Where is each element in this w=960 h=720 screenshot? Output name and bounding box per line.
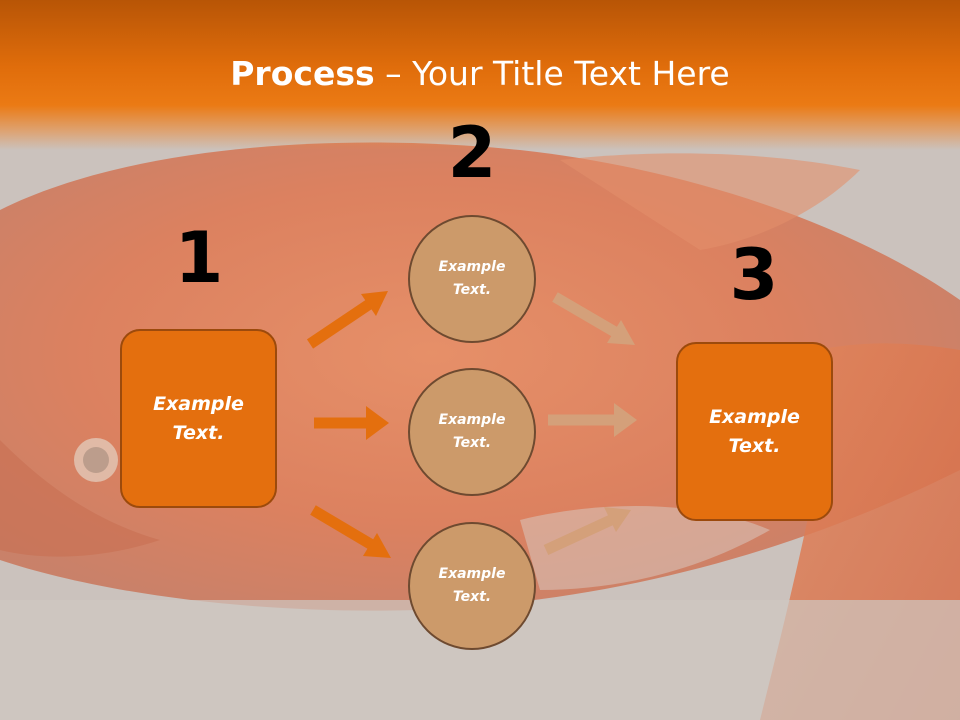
arrow-mid-right <box>548 403 637 437</box>
step-2-circle-1-text: Example Text. <box>438 259 506 298</box>
step-2-circle-3: Example Text. <box>408 522 536 650</box>
step-2-circle-2: Example Text. <box>408 368 536 496</box>
arrow-down-left <box>310 505 391 558</box>
step-3-box: Example Text. <box>676 342 833 521</box>
slide-title: Process – Your Title Text Here <box>0 52 960 96</box>
step-2-circle-3-text: Example Text. <box>438 566 506 605</box>
step-1-box: Example Text. <box>120 329 277 508</box>
arrow-down-right <box>543 507 631 555</box>
step-1-text: Example Text. <box>153 392 244 444</box>
step-number-2: 2 <box>447 112 497 194</box>
step-2-circle-2-text: Example Text. <box>438 412 506 451</box>
arrow-mid-left <box>314 406 389 440</box>
step-3-text: Example Text. <box>709 405 800 457</box>
arrow-up-right <box>552 292 635 345</box>
arrow-up-left <box>306 291 388 349</box>
step-number-3: 3 <box>729 234 779 316</box>
step-number-1: 1 <box>174 217 224 299</box>
title-strong: Process <box>230 54 375 93</box>
step-2-circle-1: Example Text. <box>408 215 536 343</box>
title-rest: – Your Title Text Here <box>374 54 730 93</box>
title-bar <box>0 0 960 150</box>
